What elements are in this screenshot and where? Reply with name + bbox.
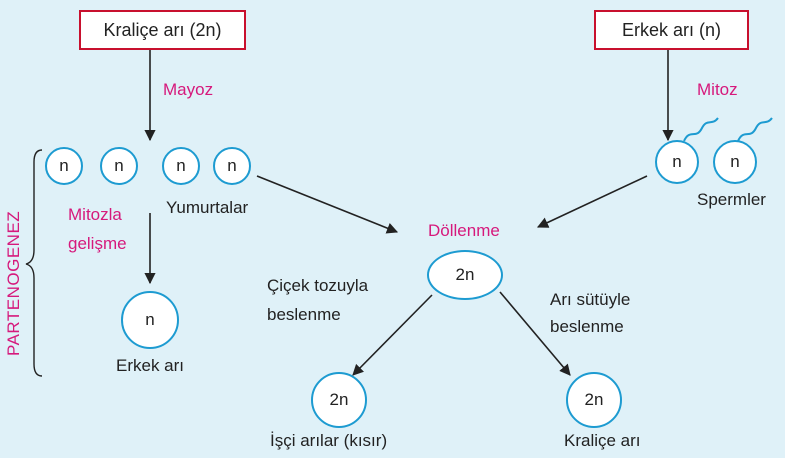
- egg-cell: n: [213, 147, 251, 185]
- parthenogenesis-brace: [25, 149, 43, 377]
- arrow-sperm-to-fertilization: [536, 175, 648, 228]
- fertilization-label: Döllenme: [428, 221, 500, 240]
- workers-label: İşçi arılar (kısır): [270, 431, 388, 450]
- eggs-label: Yumurtalar: [166, 198, 249, 217]
- pollen-feeding-label-1: Çiçek tozuyla: [267, 276, 369, 295]
- zygote-cell: 2n: [427, 250, 503, 300]
- worker-cell: 2n: [311, 372, 367, 428]
- pollen-feeding-label-2: beslenme: [267, 305, 341, 324]
- queen-cell: 2n: [566, 372, 622, 428]
- mitotic-development-label-1: Mitozla: [68, 205, 122, 224]
- parthenogenesis-label: PARTENOGENEZ: [4, 210, 23, 356]
- royal-jelly-label-2: beslenme: [550, 317, 624, 336]
- queen-parent-box: Kraliçe arı (2n): [79, 10, 246, 50]
- meiosis-label: Mayoz: [163, 80, 214, 99]
- mitosis-label: Mitoz: [697, 80, 738, 99]
- royal-jelly-label-1: Arı sütüyle: [550, 290, 631, 309]
- drone-parent-box: Erkek arı (n): [594, 10, 749, 50]
- sperms-label: Spermler: [697, 190, 766, 209]
- egg-cell: n: [162, 147, 200, 185]
- egg-cell: n: [100, 147, 138, 185]
- sperm-cell: n: [655, 140, 699, 184]
- sperm-cell: n: [713, 140, 757, 184]
- drone-cell: n: [121, 291, 179, 349]
- drone-label: Erkek arı: [116, 356, 185, 375]
- arrow-zygote-to-worker: [352, 294, 433, 376]
- arrow-egg-to-fertilization: [256, 175, 399, 234]
- queen-label: Kraliçe arı: [564, 431, 641, 450]
- mitotic-development-label-2: gelişme: [68, 234, 127, 253]
- sperm-tail-2: [737, 117, 773, 142]
- arrow-zygote-to-queen: [499, 291, 571, 376]
- egg-cell: n: [45, 147, 83, 185]
- sperm-tail-1: [683, 117, 719, 142]
